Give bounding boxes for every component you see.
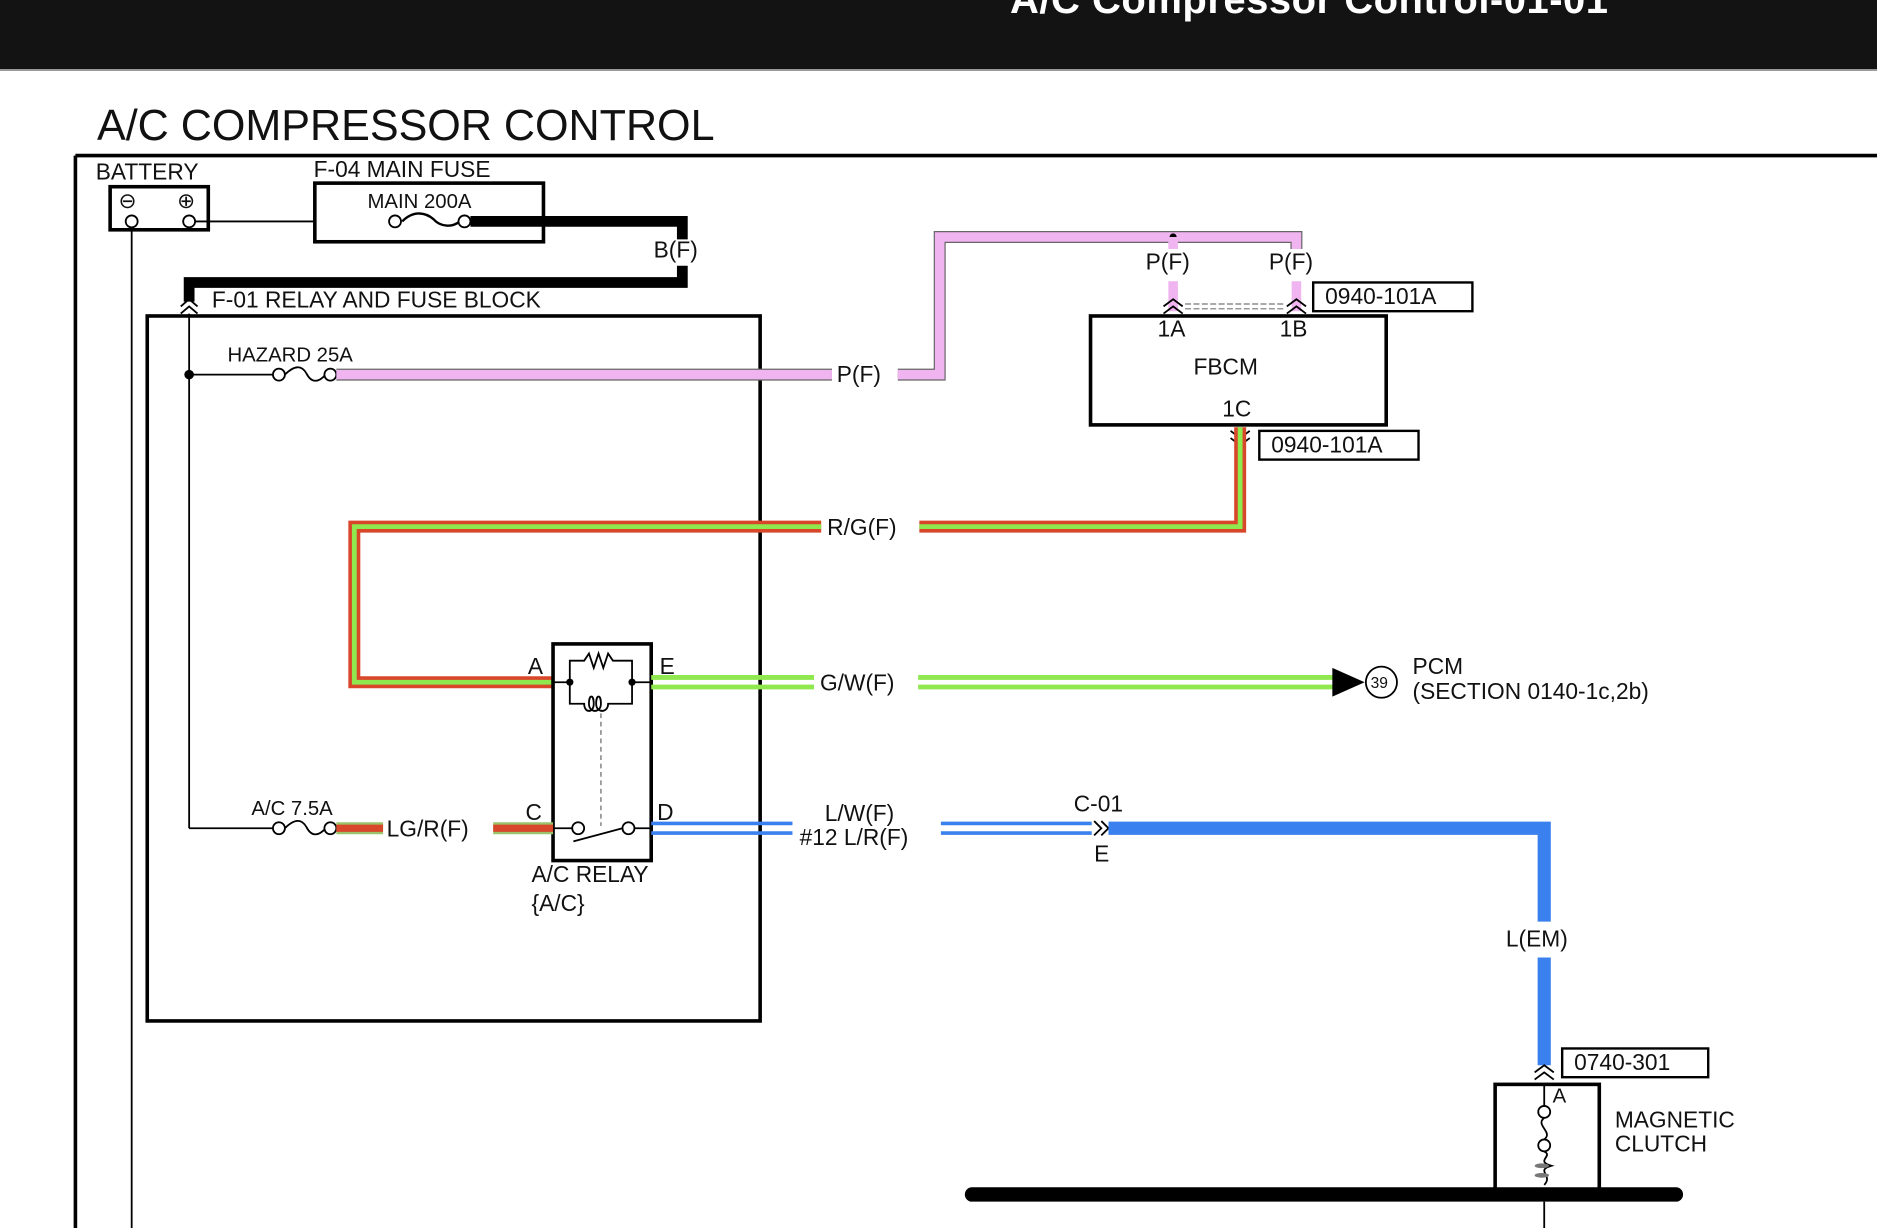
main-fuse-label: F-04 MAIN FUSE — [314, 156, 491, 182]
clutch-connector-icon — [1534, 1064, 1555, 1081]
clutch-label-2: CLUTCH — [1615, 1130, 1707, 1156]
relay-fuse-block: F-01 RELAY AND FUSE BLOCK — [145, 287, 762, 1023]
pcm-section: (SECTION 0140-1c,2b) — [1413, 678, 1649, 704]
ac-fuse-label: A/C 7.5A — [251, 798, 333, 820]
battery-label: BATTERY — [96, 159, 199, 185]
relay-coil-icon — [553, 650, 652, 826]
wire-l-em-label: L(EM) — [1506, 926, 1568, 952]
c01-connector-icon — [1093, 820, 1110, 837]
wire-b-f-label: B(F) — [654, 236, 698, 262]
wire-p-f-1a-label: P(F) — [1146, 248, 1190, 274]
c01-pin: E — [1094, 841, 1109, 867]
wire-g-w-f: G/W(F) — [651, 670, 1335, 696]
pcm-label: PCM — [1413, 653, 1464, 679]
outer-frame — [73, 153, 1877, 1228]
ac-fuse-element-icon — [284, 820, 327, 836]
window-title-bar: A/C Compressor Control-01-01 — [0, 0, 1877, 71]
relay-switch-icon — [553, 821, 652, 843]
main-fuse-rating: MAIN 200A — [367, 191, 471, 213]
clutch-coil-icon — [1534, 1084, 1555, 1186]
battery-negative-icon: ⊖ — [119, 189, 137, 213]
diagram-title: A/C COMPRESSOR CONTROL — [97, 102, 715, 150]
pcm-arrow-icon — [1332, 667, 1365, 697]
svg-text:0940-101A: 0940-101A — [1271, 431, 1383, 457]
fbcm-label: FBCM — [1193, 354, 1257, 380]
relay-pin-a: A — [528, 653, 544, 679]
hazard-fuse[interactable]: HAZARD 25A — [189, 344, 353, 382]
svg-text:0740-301: 0740-301 — [1574, 1049, 1670, 1075]
relay-pin-d: D — [657, 799, 673, 825]
wire-b-f: B(F) — [183, 216, 698, 302]
wire-p-f-hazard-label: P(F) — [837, 361, 881, 387]
clutch-label-1: MAGNETIC — [1615, 1106, 1735, 1132]
wire-r-g-f: R/G(F) — [348, 427, 1247, 689]
c01-label: C-01 — [1074, 790, 1123, 816]
ac-relay-label: A/C RELAY — [531, 861, 648, 887]
wire-r-g-f-label: R/G(F) — [827, 514, 896, 540]
wire-g-w-f-label: G/W(F) — [820, 670, 895, 696]
fbcm-pin-1a: 1A — [1158, 315, 1187, 341]
relay-pin-c: C — [526, 799, 542, 825]
clutch-pin-a: A — [1553, 1085, 1567, 1107]
wire-lg-r-f-label: LG/R(F) — [387, 816, 469, 842]
wire-p-f-hazard: P(F) — [336, 230, 1303, 387]
battery-pos-terminal-icon — [182, 214, 197, 229]
fbcm-top-connector-id: 0940-101A — [1311, 281, 1474, 313]
wire-l-w-f-label-2: #12 L/R(F) — [800, 824, 909, 850]
hazard-fuse-element-icon — [284, 366, 327, 382]
battery[interactable]: BATTERY ⊖ ⊕ — [96, 159, 211, 232]
fbcm-pin-1c: 1C — [1222, 396, 1251, 422]
ac-fuse[interactable]: A/C 7.5A — [189, 798, 338, 836]
battery-neg-terminal-icon — [124, 214, 139, 229]
window-title: A/C Compressor Control-01-01 — [1010, 0, 1609, 22]
fbcm-bottom-connector-id: 0940-101A — [1258, 429, 1420, 461]
relay-block-connector-icon — [180, 298, 199, 315]
wire-p-f-1b-label: P(F) — [1269, 248, 1313, 274]
fbcm-pin-1b: 1B — [1280, 315, 1308, 341]
wire-l-w-f: L/W(F) #12 L/R(F) — [651, 800, 1092, 850]
wire-l-em: L(EM) — [1108, 821, 1568, 1066]
relay-fuse-block-label: F-01 RELAY AND FUSE BLOCK — [212, 287, 541, 313]
pcm-reference[interactable]: 39 PCM (SECTION 0140-1c,2b) — [1332, 653, 1649, 704]
ac-relay[interactable]: A E C D A/C RELAY {A/C} — [526, 642, 675, 916]
wire-l-w-f-label-1: L/W(F) — [825, 800, 894, 826]
pcm-ref-number: 39 — [1371, 675, 1388, 692]
fbcm-module[interactable]: 1A 1B FBCM 1C — [1088, 314, 1388, 427]
fbcm-top-connector-icon — [1163, 298, 1307, 315]
relay-pin-e: E — [660, 653, 675, 679]
main-fuse[interactable]: F-04 MAIN FUSE MAIN 200A — [313, 156, 546, 244]
wire-lg-r-f: LG/R(F) — [336, 816, 554, 842]
c01-connector[interactable]: C-01 E — [1074, 790, 1123, 866]
svg-text:0940-101A: 0940-101A — [1325, 283, 1437, 309]
magnetic-clutch[interactable]: A MAGNETIC CLUTCH — [1493, 1082, 1735, 1194]
hazard-fuse-label: HAZARD 25A — [227, 344, 353, 366]
clutch-connector-id: 0740-301 — [1560, 1047, 1710, 1079]
ac-relay-sublabel: {A/C} — [531, 890, 584, 916]
battery-positive-icon: ⊕ — [177, 189, 195, 213]
pcm-ref-circle-icon — [1364, 665, 1398, 699]
main-fuse-element-icon — [401, 212, 461, 227]
